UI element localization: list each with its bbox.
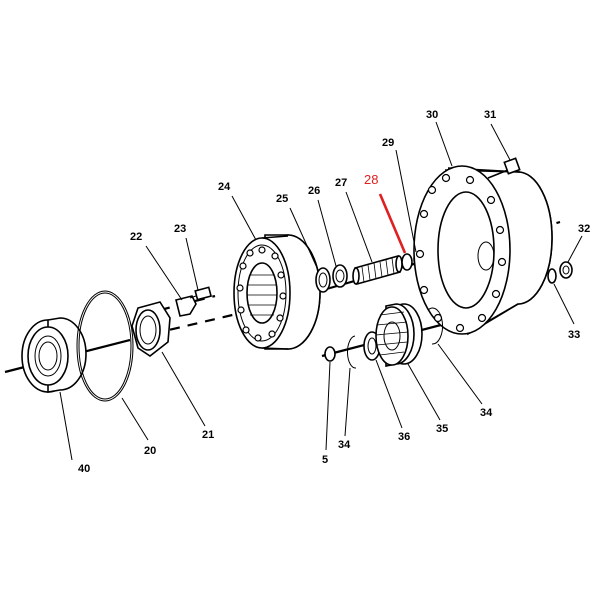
part-32-plug xyxy=(559,261,573,279)
label-part-30: 30 xyxy=(426,109,438,121)
label-part-34-right: 34 xyxy=(480,407,493,419)
part-labels: 40 20 21 22 23 24 25 26 27 28 29 30 31 3… xyxy=(78,109,590,475)
part-33-washer xyxy=(547,268,557,284)
label-part-20: 20 xyxy=(144,445,156,457)
label-part-29: 29 xyxy=(382,137,394,149)
label-part-35: 35 xyxy=(436,423,448,435)
part-34-snap-ring-left xyxy=(347,335,357,369)
label-part-23: 23 xyxy=(174,223,186,235)
part-5-pin xyxy=(324,346,336,362)
leader-28-highlight xyxy=(378,193,407,254)
label-part-24: 24 xyxy=(218,181,231,193)
label-part-40: 40 xyxy=(78,463,90,475)
label-part-21: 21 xyxy=(202,429,214,441)
part-26-washer xyxy=(332,264,348,288)
part-22-lock-plate xyxy=(175,295,197,317)
label-part-34-left: 34 xyxy=(338,439,351,451)
part-21-nut xyxy=(131,301,171,357)
label-part-22: 22 xyxy=(130,231,142,243)
label-part-28: 28 xyxy=(364,172,378,187)
part-28-snap-ring xyxy=(401,253,413,271)
label-part-25: 25 xyxy=(276,193,288,205)
part-24-carrier xyxy=(233,234,321,350)
label-part-36: 36 xyxy=(398,431,410,443)
part-25-washer xyxy=(315,267,331,293)
part-30-housing xyxy=(413,165,553,336)
part-40-bearing xyxy=(21,317,87,393)
label-part-33: 33 xyxy=(568,329,580,341)
part-20-seal-ring xyxy=(76,290,134,402)
label-part-27: 27 xyxy=(335,177,347,189)
label-part-31: 31 xyxy=(484,109,496,121)
label-part-26: 26 xyxy=(308,185,320,197)
part-23-screw xyxy=(189,286,213,301)
label-part-32: 32 xyxy=(578,223,590,235)
axis-dash-nut xyxy=(159,294,216,312)
part-34-snap-ring-right xyxy=(427,307,444,345)
label-part-5: 5 xyxy=(322,454,328,466)
part-27-shaft xyxy=(352,254,403,286)
leader-lines xyxy=(59,121,583,461)
part-35-planet-gear xyxy=(375,303,423,367)
part-31-bolt xyxy=(487,157,521,179)
